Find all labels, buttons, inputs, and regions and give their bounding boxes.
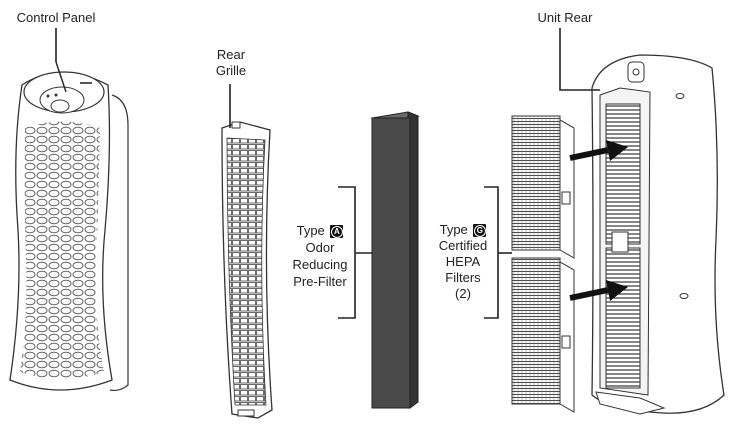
leader-lines <box>55 28 600 319</box>
label-rear-grille: Rear Grille <box>210 47 252 79</box>
prefilter-type-word: Type <box>296 223 325 238</box>
arrow-upper <box>569 140 628 161</box>
rear-filter-bay-upper <box>605 103 641 245</box>
hepa-line4: Filters <box>445 270 481 285</box>
rear-grille-part <box>221 121 273 419</box>
hepa-type-word: Type <box>439 222 468 237</box>
label-rear-grille-line1: Rear <box>216 47 246 62</box>
hepa-line3: HEPA <box>445 254 481 269</box>
hepa-filter-lower <box>511 257 575 413</box>
label-rear-grille-line2: Grille <box>215 63 247 78</box>
odor-reducing-prefilter <box>370 111 420 409</box>
arrow-lower <box>569 280 628 301</box>
prefilter-line3: Reducing <box>292 257 348 272</box>
hepa-type-badge: G <box>473 224 487 237</box>
prefilter-line2: Odor <box>305 240 335 255</box>
rear-filter-bay-lower <box>605 247 641 389</box>
purifier-rear-unit <box>591 54 725 415</box>
label-unit-rear: Unit Rear <box>537 10 593 25</box>
label-hepa: Type G Certified HEPA Filters (2) <box>428 222 498 302</box>
leader-unit-rear <box>559 28 600 91</box>
prefilter-line4: Pre-Filter <box>293 274 347 289</box>
prefilter-type-badge: A <box>330 225 344 238</box>
front-air-intake-holes <box>20 121 104 379</box>
insert-arrows <box>569 140 628 301</box>
hepa-line2: Certified <box>438 238 488 253</box>
prefilter-type-row: Type A <box>280 222 360 239</box>
label-control-panel: Control Panel <box>16 10 96 25</box>
purifier-front-unit <box>9 71 129 392</box>
hepa-line5: (2) <box>455 286 471 301</box>
label-prefilter: Type A Odor Reducing Pre-Filter <box>280 222 360 290</box>
prefilter-panel <box>371 117 411 409</box>
hepa-filter-upper <box>511 115 575 259</box>
hepa-type-row: Type G <box>428 222 498 238</box>
hepa-filters <box>511 115 575 413</box>
